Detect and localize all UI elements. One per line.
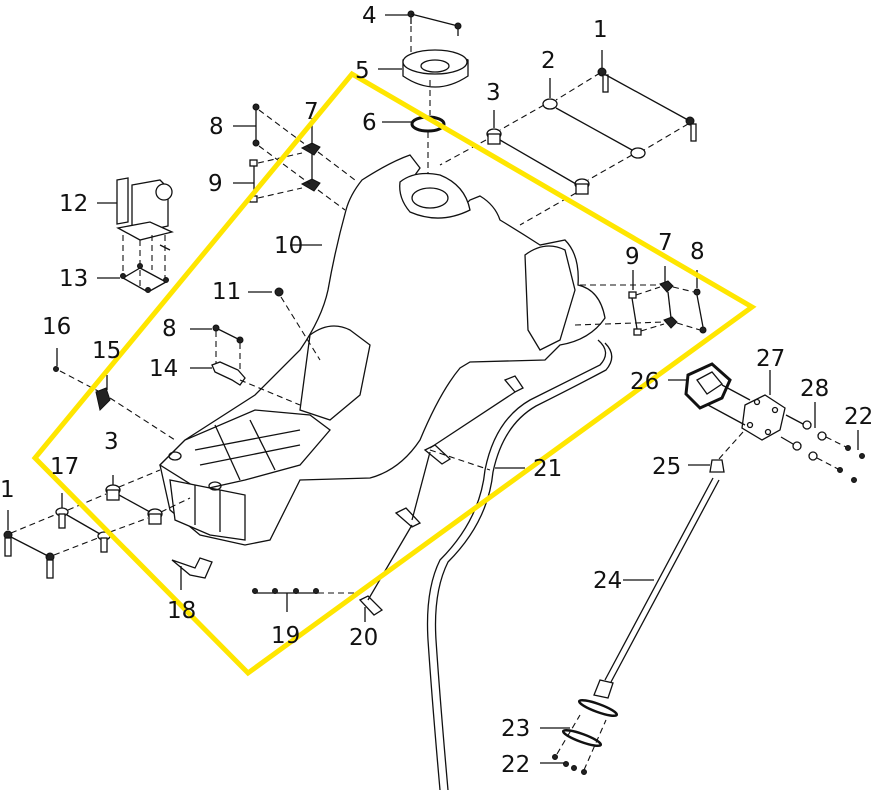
part-19-screws (252, 588, 360, 612)
callout-18: 18 (167, 598, 196, 624)
callout-22-bottom: 22 (501, 752, 530, 778)
callout-26: 26 (630, 369, 659, 395)
callout-12: 12 (59, 191, 88, 217)
part-22-screws-right (816, 430, 865, 483)
part-24-level-sensor-rod (593, 477, 720, 699)
callout-22-right: 22 (844, 404, 873, 430)
callout-5: 5 (355, 58, 370, 84)
callout-7-right: 7 (658, 230, 673, 256)
part-5-cap-housing (378, 49, 469, 115)
part-18-clip (171, 557, 213, 590)
callout-13: 13 (59, 266, 88, 292)
callout-17: 17 (50, 454, 79, 480)
part-21-hose (426, 339, 613, 791)
part-16-15-clip (53, 348, 176, 441)
callout-6: 6 (362, 110, 377, 136)
callout-4: 4 (362, 3, 377, 29)
callout-8-right: 8 (690, 239, 705, 265)
callout-21: 21 (533, 456, 562, 482)
part-22-screws-bottom (540, 714, 607, 775)
callout-15: 15 (92, 338, 121, 364)
part-4-screws (385, 10, 462, 55)
callout-20: 20 (349, 625, 378, 651)
callout-14: 14 (149, 356, 178, 382)
part-10-fuel-tank (158, 154, 606, 546)
part-1-3-17-grommets-bottom (3, 469, 191, 579)
callout-1-bottom: 1 (0, 477, 15, 503)
callout-23: 23 (501, 716, 530, 742)
callout-10: 10 (274, 233, 303, 259)
callout-8-mid: 8 (162, 316, 177, 342)
callout-9-right: 9 (625, 244, 640, 270)
part-11-bolt (248, 287, 321, 361)
callout-3-bottom: 3 (104, 429, 119, 455)
callout-25: 25 (652, 454, 681, 480)
part-27-flange (707, 370, 786, 441)
callout-labels: 1 2 3 4 5 6 7 8 9 10 11 12 13 9 7 8 16 8… (0, 3, 873, 778)
highlight-outline (31, 70, 757, 677)
callout-7-left: 7 (304, 99, 319, 125)
part-26-gasket (668, 362, 732, 410)
callout-1-top: 1 (593, 17, 608, 43)
part-12-fuel-pump (97, 177, 174, 290)
callout-2: 2 (541, 48, 556, 74)
part-1-bolts-top (597, 50, 697, 142)
callout-16: 16 (42, 314, 71, 340)
callout-8-left: 8 (209, 114, 224, 140)
part-2-washers (542, 72, 689, 159)
part-13-pump-screws (97, 263, 169, 293)
callout-9-left: 9 (208, 171, 223, 197)
callout-28: 28 (800, 376, 829, 402)
part-8-14-bracket (190, 324, 301, 406)
part-23-plates (540, 698, 619, 748)
callout-24: 24 (593, 568, 622, 594)
callout-3-top: 3 (486, 80, 501, 106)
callout-19: 19 (271, 623, 300, 649)
part-25-bushing (688, 431, 744, 473)
callout-27: 27 (756, 346, 785, 372)
part-7-8-9-bracket-set-right (574, 266, 707, 336)
part-28-washers (780, 402, 827, 461)
callout-11: 11 (212, 279, 241, 305)
part-3-grommets-top (439, 104, 633, 226)
part-20-pins (358, 375, 524, 622)
